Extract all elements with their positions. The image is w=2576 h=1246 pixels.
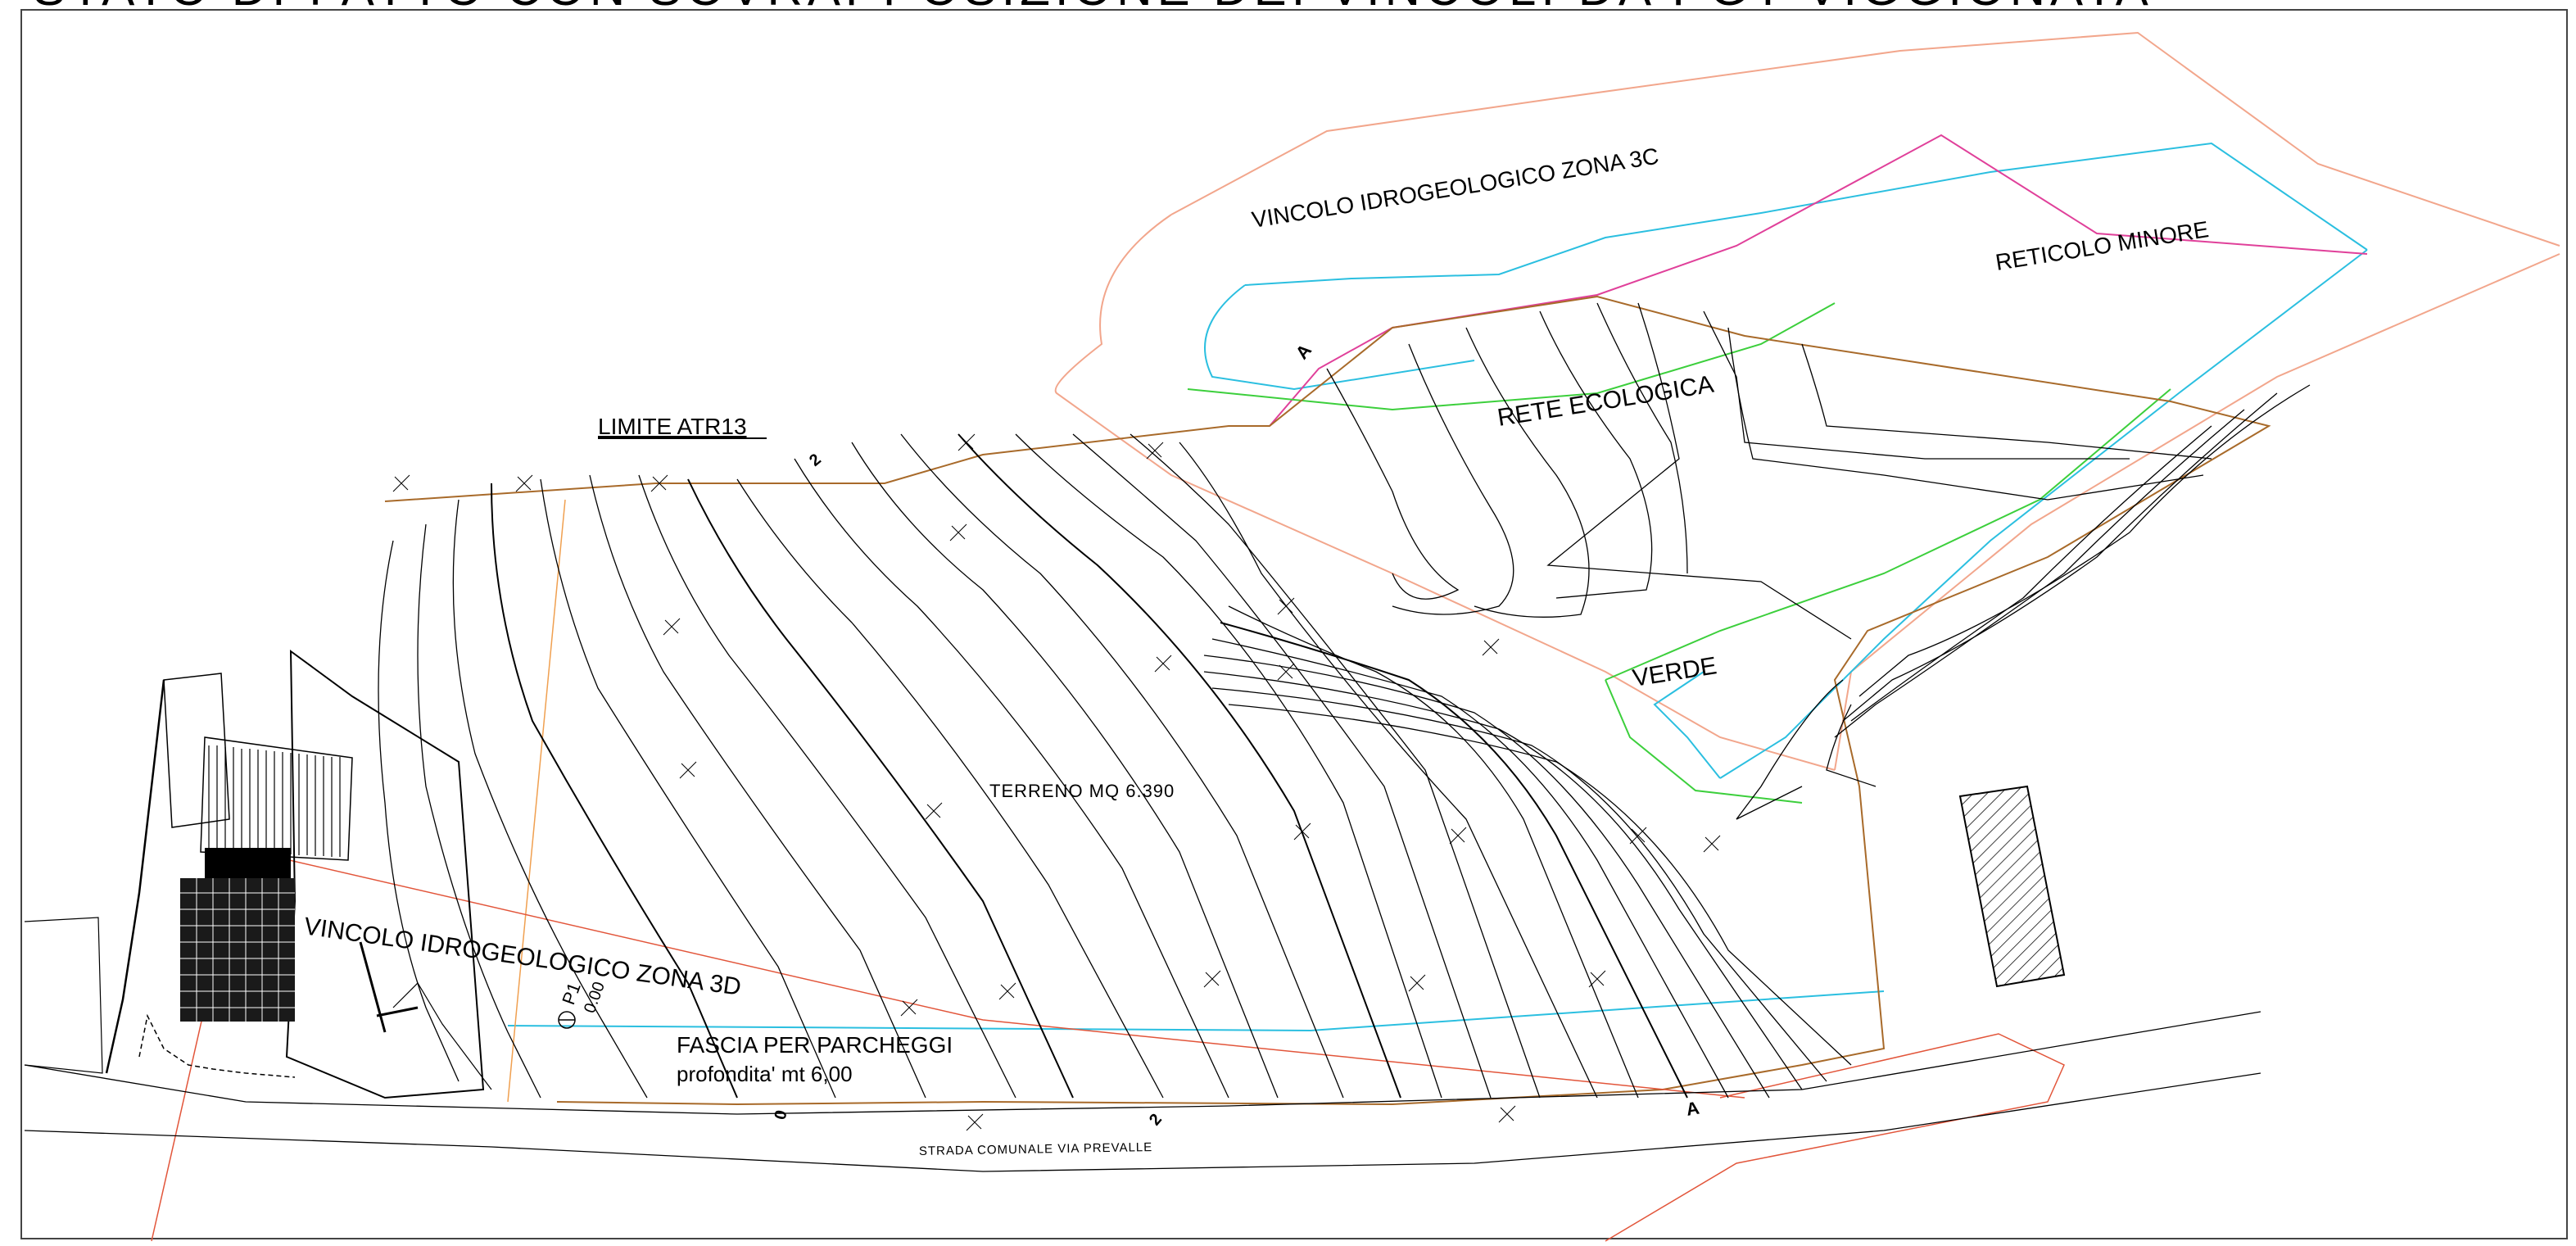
reticolo-minore-line [507, 142, 2368, 1032]
rete-ecologica-line [1187, 302, 1836, 411]
contour-lines [378, 302, 2311, 1099]
section-marker-0: 0 [772, 1108, 791, 1121]
sheet-title: STATO DI FATTO CON SOVRAPPOSIZIONE DEI V… [33, 0, 2153, 16]
verde-boundary [1605, 679, 1803, 804]
section-marker-a-top: A [1292, 340, 1315, 363]
hatched-structure [1958, 785, 2066, 988]
vincolo-zona-3d-label: VINCOLO IDROGEOLOGICO ZONA 3D [302, 913, 743, 1001]
rete-ecologica-label: RETE ECOLOGICA [1496, 371, 1716, 432]
watercourse-line [1269, 134, 2368, 427]
strada-comunale-road [24, 1011, 2261, 1172]
p1-elevation: 0.00 [581, 980, 609, 1016]
section-marker-2-top: 2 [806, 451, 825, 470]
vincolo-zona-3c-boundary [1054, 31, 2560, 771]
rete-ecologica-branch [1605, 388, 2171, 681]
section-marker-a-bottom: A [1685, 1098, 1701, 1120]
drawing-frame [20, 9, 2568, 1239]
existing-buildings [24, 650, 492, 1099]
strada-comunale-label: STRADA COMUNALE VIA PREVALLE [919, 1140, 1153, 1158]
survey-points [392, 433, 1721, 1131]
reticolo-minore-label: RETICOLO MINORE [1994, 216, 2211, 275]
limite-atr13-label: LIMITE ATR13 [598, 414, 747, 439]
vincolo-zona-3c-label: VINCOLO IDROGEOLOGICO ZONA 3C [1250, 143, 1660, 233]
red-road-curve [1605, 1033, 2065, 1242]
orange-line-a [507, 499, 566, 1103]
fascia-parcheggi-label: FASCIA PER PARCHEGGI [677, 1032, 953, 1058]
section-marker-2-bottom: 2 [1146, 1111, 1166, 1130]
profondita-label: profondita' mt 6,00 [677, 1062, 853, 1086]
red-line-b [253, 851, 1745, 1099]
verde-label: VERDE [1631, 652, 1718, 692]
terreno-area-label: TERRENO MQ 6.390 [989, 781, 1175, 801]
